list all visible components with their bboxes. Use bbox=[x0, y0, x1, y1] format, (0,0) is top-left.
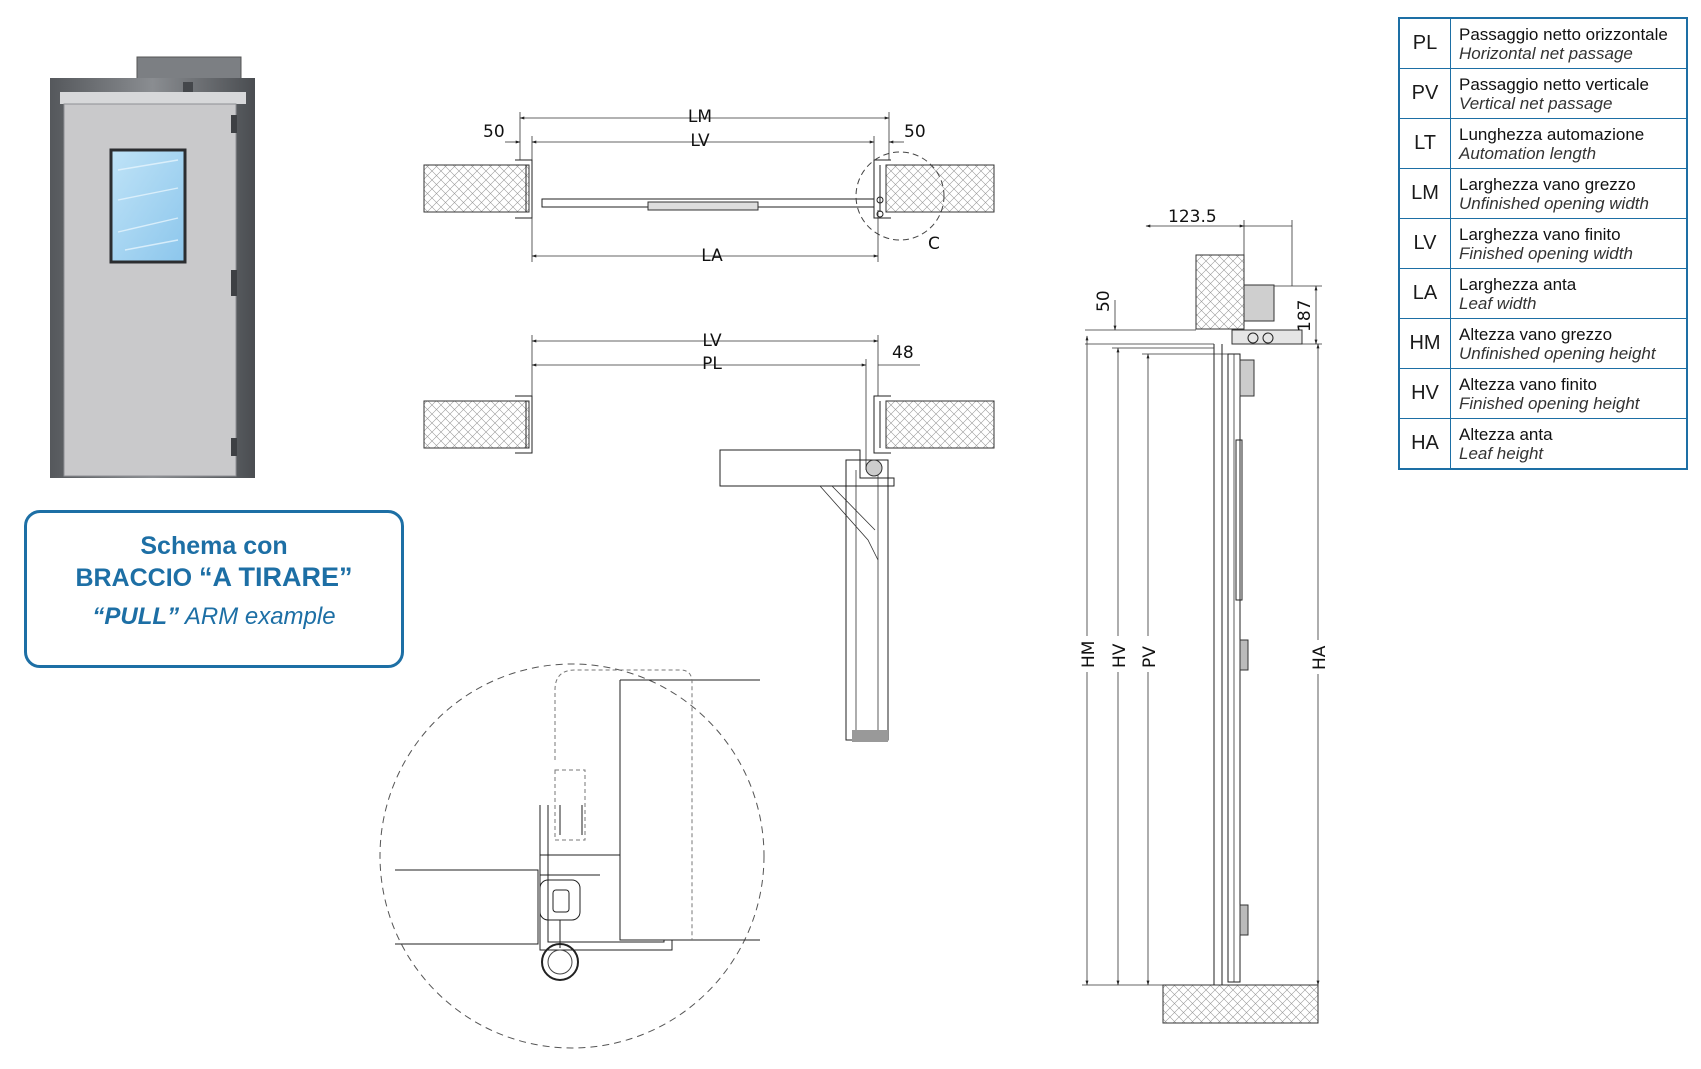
legend-name-it: Altezza vano finito bbox=[1459, 374, 1597, 394]
door-illustration bbox=[50, 56, 255, 478]
legend-name-it: Passaggio netto verticale bbox=[1459, 74, 1649, 94]
legend-name-en: Finished opening height bbox=[1459, 393, 1640, 413]
legend-code: LT bbox=[1398, 118, 1451, 169]
hv-label: HV bbox=[1110, 643, 1130, 668]
legend-name-en: Vertical net passage bbox=[1459, 93, 1613, 113]
lm-label: LM bbox=[688, 107, 712, 127]
legend-code: LM bbox=[1398, 168, 1451, 219]
legend-code: PL bbox=[1398, 17, 1451, 69]
ha-label: HA bbox=[1310, 645, 1330, 670]
open-offset-label: 48 bbox=[892, 343, 914, 363]
legend-code: LV bbox=[1398, 218, 1451, 269]
legend-name-en: Horizontal net passage bbox=[1459, 43, 1633, 63]
legend-name-it: Altezza anta bbox=[1459, 424, 1553, 444]
top-width-label: 123.5 bbox=[1168, 207, 1217, 227]
legend-code: LA bbox=[1398, 268, 1451, 319]
legend-name-en: Leaf height bbox=[1459, 443, 1544, 463]
caption-line-3: “PULL” ARM example bbox=[27, 602, 401, 632]
detail-c bbox=[379, 663, 765, 1049]
legend-name-it: Lunghezza automazione bbox=[1459, 124, 1645, 144]
legend-name-it: Altezza vano grezzo bbox=[1459, 324, 1613, 344]
caption-line-2: BRACCIO “A TIRARE” bbox=[27, 561, 401, 594]
caption-line-2b: “A TIRARE” bbox=[199, 562, 353, 592]
caption-line-3b: ARM example bbox=[179, 603, 336, 630]
caption-line-1: Schema con bbox=[140, 532, 288, 560]
pl-label: PL bbox=[702, 354, 722, 374]
top-gap-label: 50 bbox=[1094, 290, 1114, 312]
legend-name-en: Leaf width bbox=[1459, 293, 1537, 313]
legend-name-en: Automation length bbox=[1459, 143, 1597, 163]
vertical-section: 123.5 50 187 HM HV PV HA bbox=[1078, 207, 1330, 1024]
caption-box: Schema con BRACCIO “A TIRARE” “PULL” ARM… bbox=[24, 510, 404, 668]
legend-code: HV bbox=[1398, 368, 1451, 419]
left-offset-label: 50 bbox=[483, 122, 505, 142]
legend-code: HM bbox=[1398, 318, 1451, 369]
caption-line-2a: BRACCIO bbox=[75, 564, 200, 592]
right-height-label: 187 bbox=[1295, 300, 1315, 332]
legend-name-it: Passaggio netto orizzontale bbox=[1459, 24, 1668, 44]
legend-code: PV bbox=[1398, 68, 1451, 119]
plan-open: LV PL 48 bbox=[423, 331, 995, 742]
legend-name-it: Larghezza vano finito bbox=[1459, 224, 1621, 244]
open-lv-label: LV bbox=[702, 331, 722, 351]
lv-label: LV bbox=[690, 131, 710, 151]
legend-name-it: Larghezza vano grezzo bbox=[1459, 174, 1636, 194]
right-offset-label: 50 bbox=[904, 122, 926, 142]
legend-code: HA bbox=[1398, 418, 1451, 470]
caption-line-3a: “PULL” bbox=[92, 603, 180, 630]
legend-name-en: Unfinished opening width bbox=[1459, 193, 1649, 213]
pv-label: PV bbox=[1140, 646, 1160, 668]
legend-name-en: Finished opening width bbox=[1459, 243, 1633, 263]
legend-name-it: Larghezza anta bbox=[1459, 274, 1577, 294]
detail-label: C bbox=[928, 234, 940, 254]
la-label: LA bbox=[701, 246, 723, 266]
plan-closed: C LM LV 50 50 LA bbox=[423, 107, 995, 266]
legend-name-en: Unfinished opening height bbox=[1459, 343, 1656, 363]
hm-label: HM bbox=[1079, 641, 1099, 668]
